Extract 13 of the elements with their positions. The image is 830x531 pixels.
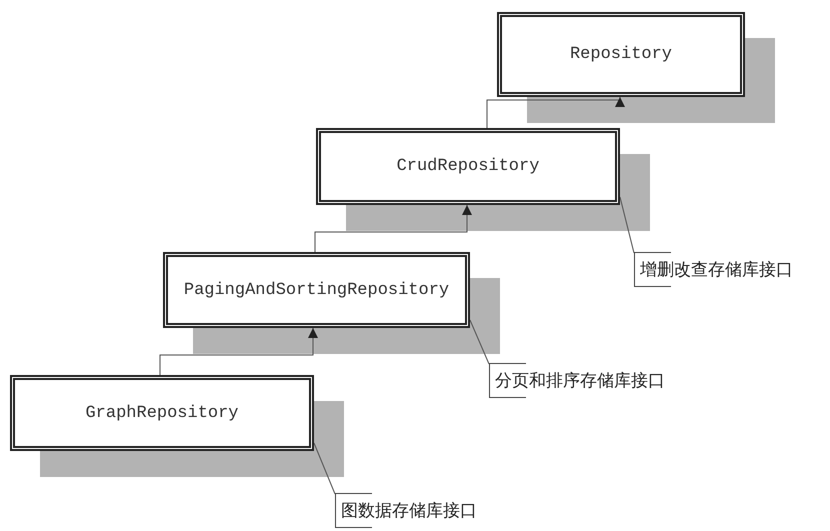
inheritance-arrow: [160, 328, 318, 376]
callout-label: 增删改查存储库接口: [634, 252, 793, 287]
inheritance-arrow: [314, 204, 472, 252]
class-box: Repository: [497, 12, 745, 97]
leader-line: [470, 320, 490, 364]
callout-label: 图数据存储库接口: [335, 493, 477, 528]
class-box: CrudRepository: [316, 128, 620, 205]
callout-label: 分页和排序存储库接口: [489, 363, 665, 398]
leader-line: [620, 196, 634, 254]
class-box: GraphRepository: [10, 375, 314, 451]
inheritance-arrow: [486, 96, 625, 128]
class-box: PagingAndSortingRepository: [163, 252, 470, 328]
leader-line: [314, 442, 336, 494]
